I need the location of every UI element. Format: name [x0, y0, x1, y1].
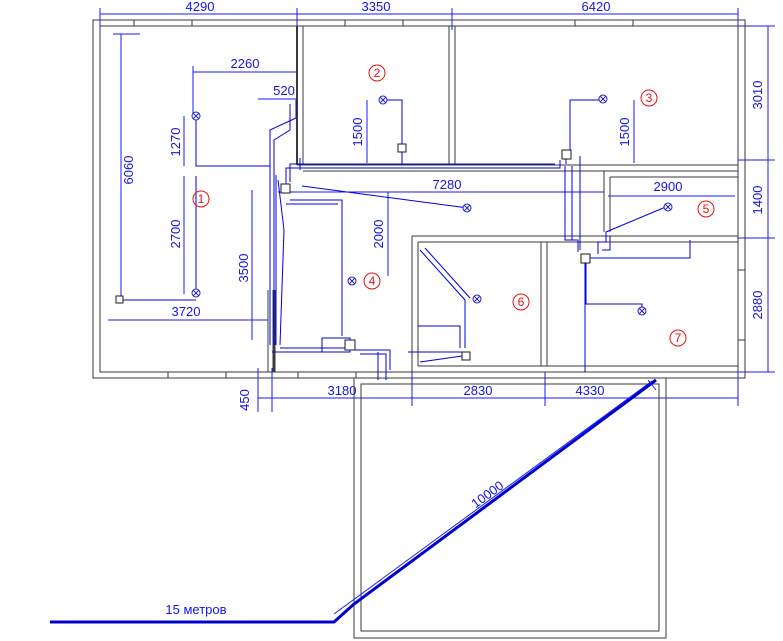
dim-top-4290: 4290	[186, 0, 215, 14]
outdoor-cable	[50, 378, 657, 624]
dim-2830: 2830	[464, 383, 493, 398]
svg-text:2: 2	[374, 66, 381, 80]
dim-4330: 4330	[576, 383, 605, 398]
dim-1500-room3: 1500	[617, 118, 632, 147]
room-number-4: 4	[363, 272, 381, 290]
room-number-7: 7	[669, 329, 687, 347]
dim-top-6420: 6420	[582, 0, 611, 14]
junction-box-room7	[580, 253, 591, 264]
dim-2700: 2700	[168, 220, 183, 249]
svg-text:3: 3	[646, 91, 653, 105]
dim-3180: 3180	[328, 383, 357, 398]
lamp-icon	[663, 202, 673, 212]
dim-3500: 3500	[236, 254, 251, 283]
house-walls	[92, 19, 746, 639]
dim-2000: 2000	[371, 220, 386, 249]
dim-7280: 7280	[433, 177, 462, 192]
dim-2900: 2900	[654, 179, 683, 194]
lamp-icon	[598, 94, 608, 104]
dim-right-2880: 2880	[750, 291, 765, 320]
room-number-5: 5	[697, 200, 715, 218]
dimension-labels: 4290 3350 6420 3010 1400 2880 6060 2260 …	[121, 0, 765, 617]
junction-box-room1	[115, 295, 124, 304]
junction-box-entry	[344, 339, 356, 351]
junction-box-hall	[280, 183, 291, 194]
dim-520: 520	[273, 83, 295, 98]
svg-text:7: 7	[675, 331, 682, 345]
dim-3720: 3720	[172, 304, 201, 319]
lamp-icon	[378, 95, 388, 105]
dim-2260: 2260	[231, 56, 260, 71]
svg-text:6: 6	[518, 295, 525, 309]
lamp-icon	[347, 276, 357, 286]
dim-right-1400: 1400	[750, 186, 765, 215]
lamp-icon	[191, 288, 201, 298]
svg-text:4: 4	[369, 274, 376, 288]
dim-450: 450	[237, 389, 252, 411]
dim-15-meters: 15 метров	[165, 602, 226, 617]
junction-boxes	[115, 143, 591, 361]
lamp-icon	[191, 111, 201, 121]
junction-box-room2	[397, 143, 407, 153]
room-number-6: 6	[512, 293, 530, 311]
dim-top-3350: 3350	[362, 0, 391, 14]
room-number-2: 2	[368, 64, 386, 82]
room-number-3: 3	[640, 89, 658, 107]
dim-1270: 1270	[168, 128, 183, 157]
dim-1500-room2: 1500	[350, 118, 365, 147]
junction-box-room6	[461, 351, 471, 361]
svg-text:1: 1	[198, 192, 205, 206]
lamp-icon	[472, 294, 482, 304]
lamp-icon	[462, 203, 472, 213]
junction-box-room3	[561, 149, 572, 160]
lamps	[191, 94, 673, 316]
svg-text:5: 5	[703, 202, 710, 216]
dimension-lines	[99, 8, 775, 412]
dim-6060: 6060	[121, 156, 136, 185]
wiring	[120, 99, 691, 380]
dim-right-3010: 3010	[750, 81, 765, 110]
lamp-icon	[637, 306, 647, 316]
room-numbers: 1 2 3 4 5 6 7	[192, 64, 715, 347]
room-number-1: 1	[192, 190, 210, 208]
